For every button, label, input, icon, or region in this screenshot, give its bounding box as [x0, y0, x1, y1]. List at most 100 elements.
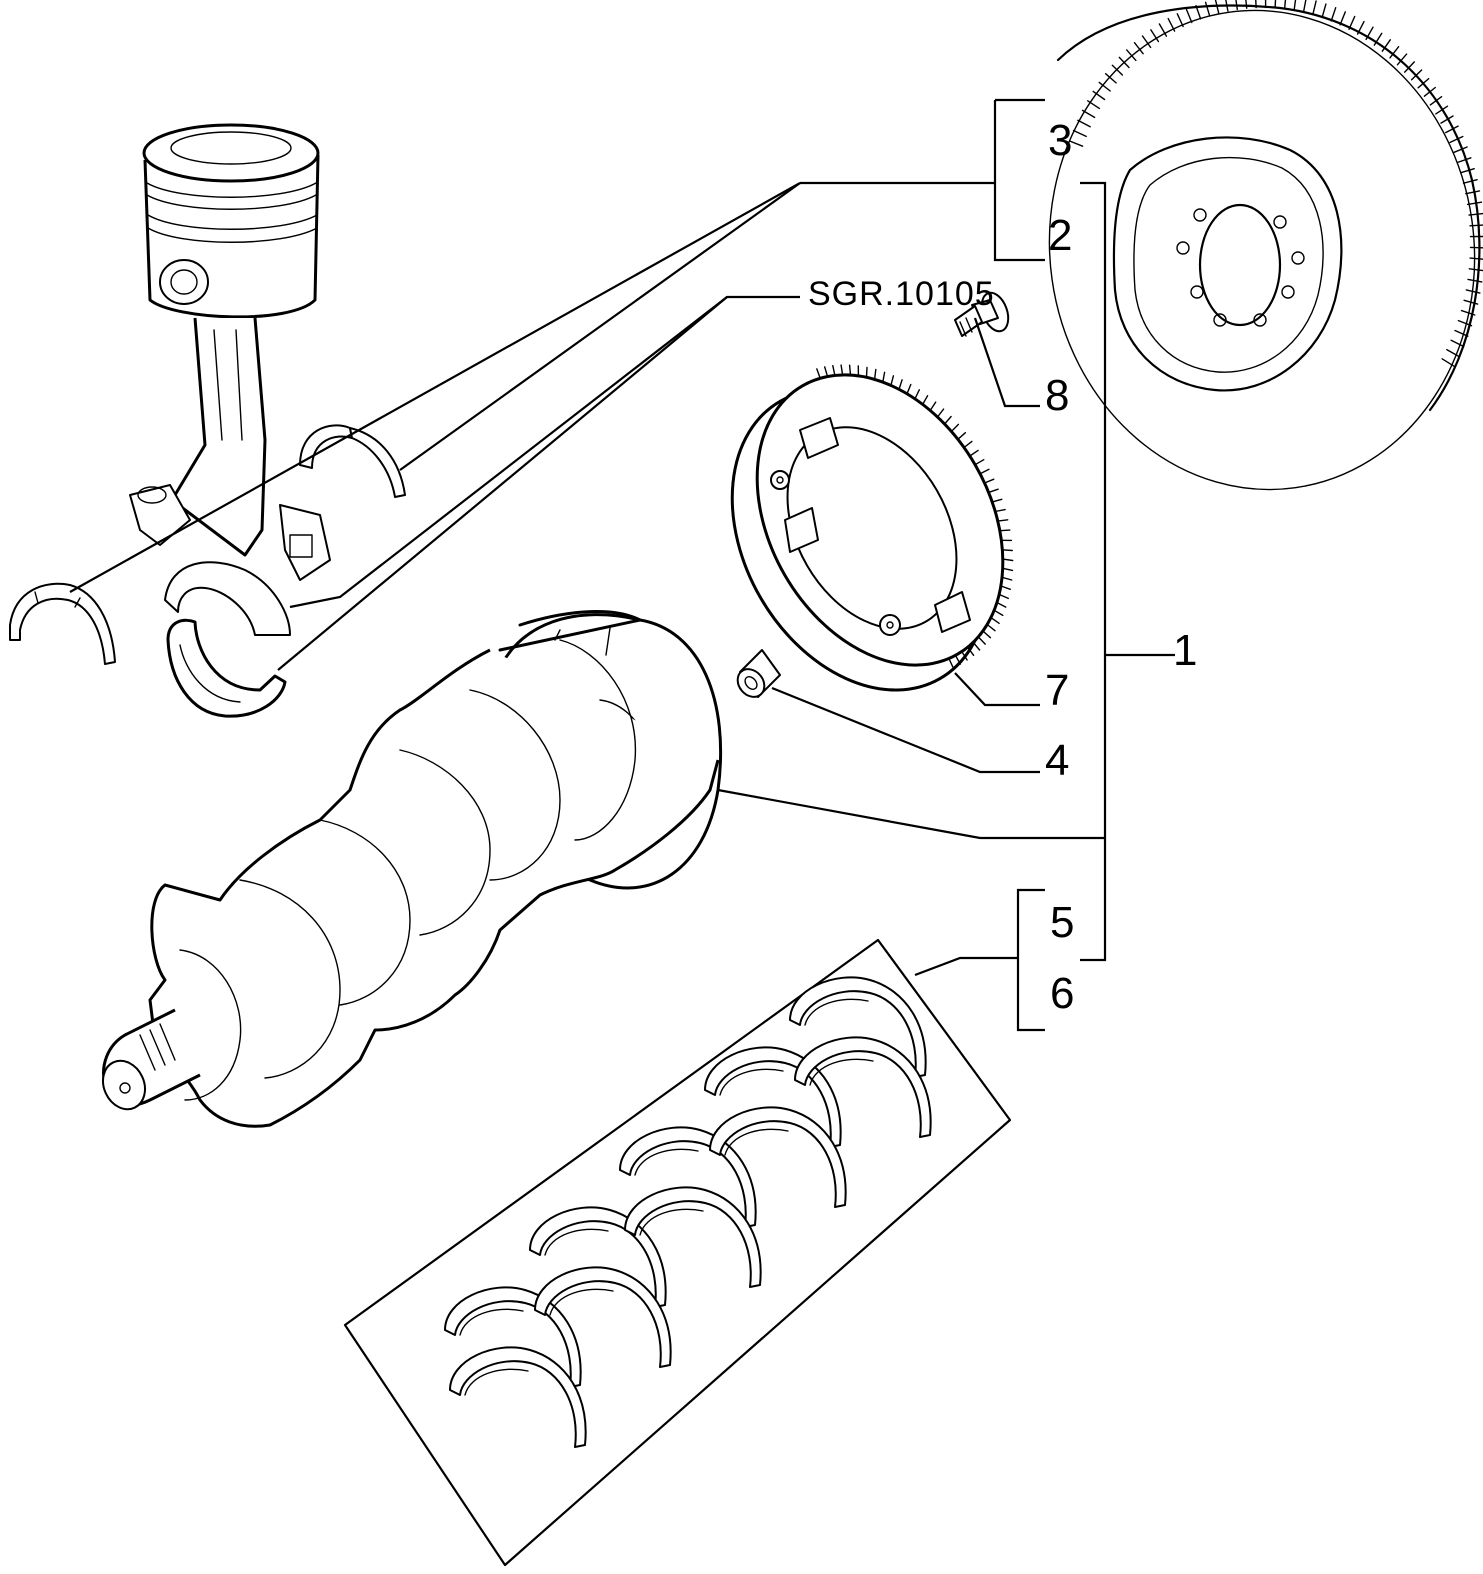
conrod-bearing-shells [166, 424, 406, 718]
tooth [982, 630, 992, 639]
shell-groove [549, 1288, 614, 1316]
tooth [832, 365, 836, 377]
tooth [1125, 49, 1137, 62]
tooth [1454, 329, 1469, 337]
tooth [997, 519, 1009, 522]
callout-4[interactable]: 4 [1045, 736, 1069, 785]
tooth [1000, 585, 1011, 590]
tooth [1098, 81, 1111, 92]
tooth [890, 375, 895, 387]
tooth [987, 488, 999, 494]
tooth [1466, 201, 1483, 206]
shell-groove [804, 998, 869, 1026]
shell-groove [724, 1128, 789, 1156]
tooth [1365, 26, 1374, 41]
tooth [977, 636, 986, 645]
tooth [914, 389, 920, 400]
tooth [1460, 167, 1475, 174]
tooth [1410, 69, 1423, 81]
tooth [1225, 0, 1229, 12]
tooth [1141, 35, 1152, 49]
tooth [957, 432, 967, 440]
tooth [1468, 268, 1483, 272]
callout-7[interactable]: 7 [1045, 666, 1069, 715]
tooth [1348, 15, 1356, 30]
tooth [1274, 0, 1277, 9]
tooth [1423, 86, 1437, 97]
tooth [1339, 11, 1347, 26]
callout-8[interactable]: 8 [1045, 371, 1069, 420]
callout-5[interactable]: 5 [1050, 898, 1074, 947]
tooth [1167, 17, 1176, 32]
tooth [986, 623, 996, 632]
tooth [1077, 119, 1091, 128]
shell-groove [639, 1208, 704, 1236]
callout-3[interactable]: 3 [1048, 116, 1072, 165]
tooth [1444, 125, 1459, 134]
tooth [1462, 178, 1478, 184]
tooth [865, 366, 868, 379]
bearing-shells-group [444, 976, 932, 1448]
tooth [1118, 56, 1130, 69]
tooth [1302, 0, 1307, 13]
tooth [936, 408, 945, 418]
tooth [1086, 100, 1101, 110]
tooth [1446, 348, 1460, 358]
tooth [1469, 246, 1483, 249]
tooth [991, 498, 1003, 503]
callout-6[interactable]: 6 [1050, 969, 1074, 1018]
tooth [1245, 0, 1248, 9]
tooth [998, 593, 1009, 600]
tooth [929, 401, 937, 412]
tooth [1235, 0, 1239, 11]
main-bearing-shell [444, 1286, 582, 1388]
tooth [1293, 0, 1297, 12]
tooth [1441, 358, 1455, 367]
tooth [1321, 3, 1327, 19]
tooth [1002, 558, 1014, 562]
tooth [974, 459, 985, 466]
shell-groove [544, 1228, 609, 1256]
tooth [1185, 8, 1193, 24]
main-bearing-shell [789, 976, 927, 1078]
tooth [1453, 146, 1468, 154]
tooth [990, 616, 1000, 624]
tooth [983, 478, 995, 484]
callout-1[interactable]: 1 [1173, 626, 1197, 675]
tooth [922, 395, 929, 406]
tooth [961, 650, 968, 661]
flywheel [1048, 0, 1483, 491]
tooth [873, 368, 877, 381]
tooth [1429, 95, 1443, 106]
main-bearing-shells-box [343, 938, 1012, 1567]
tooth [979, 468, 990, 475]
tooth [1072, 129, 1087, 138]
tooth [967, 646, 975, 656]
main-bearing-shell [624, 1186, 762, 1288]
tooth [898, 379, 903, 391]
main-bearing-shell [619, 1126, 757, 1228]
shell-groove [719, 1068, 784, 1096]
tooth [1312, 0, 1317, 16]
shell-groove [634, 1148, 699, 1176]
shell-groove [459, 1308, 524, 1336]
reference-code: SGR.10105 [808, 275, 995, 313]
tooth [993, 609, 1004, 617]
callout-2[interactable]: 2 [1048, 211, 1072, 260]
tooth [1214, 0, 1220, 14]
tooth [996, 601, 1007, 608]
tooth [1396, 53, 1408, 66]
tooth [1092, 90, 1106, 101]
tooth [1068, 140, 1084, 147]
tooth [999, 529, 1011, 532]
timing-tone-wheel [730, 364, 1014, 692]
tooth [1381, 39, 1392, 52]
tooth [1435, 105, 1449, 115]
tooth [848, 364, 852, 376]
tooth [840, 364, 844, 376]
piston-and-connecting-rod [129, 123, 331, 636]
tooth [816, 368, 821, 379]
tooth [1457, 319, 1473, 327]
tooth [1001, 549, 1013, 552]
